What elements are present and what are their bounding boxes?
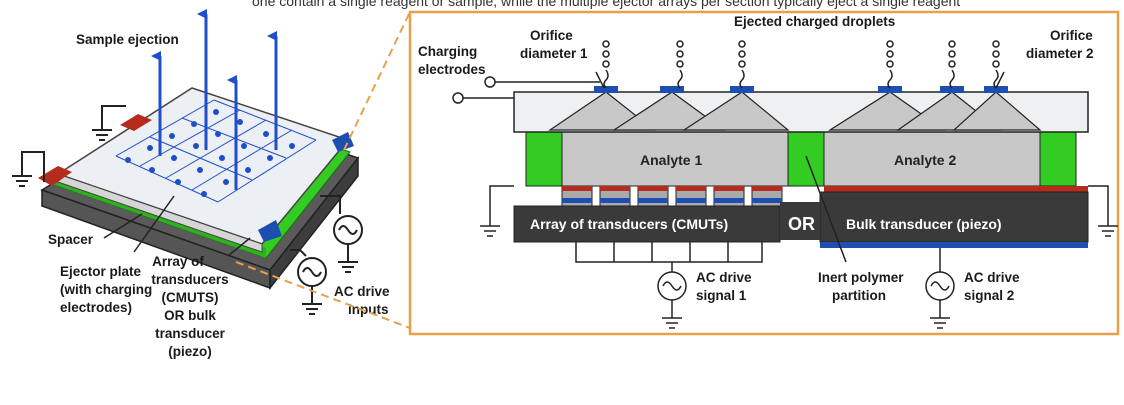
analyte-chamber-1 [561,129,789,187]
analyte-chamber-2 [823,129,1041,187]
ejection-arrows [151,9,278,190]
zoom-callout [235,10,1120,336]
bulk-transducer-blue-electrode [820,242,1088,248]
charging-electrode-pads [594,86,1008,93]
electrode-pad-blue-2 [258,220,282,242]
ejected-droplets [602,40,1000,89]
zoom-frame [408,10,1120,336]
electrode-pad-blue-1 [332,132,354,152]
label-charging-electrodes-2: electrodes [418,62,486,77]
label-ac-signal-2-a: AC drive [964,270,1020,285]
bulk-transducer-red-electrode [824,186,1088,192]
label-array-1: Array of [152,254,204,269]
drive-wiring [480,155,1118,329]
label-orifice-1-a: Orifice [530,28,573,43]
label-cmut-array: Array of transducers (CMUTs) [530,216,728,232]
label-analyte-2: Analyte 2 [894,152,956,168]
label-array-4: OR bulk [164,308,216,323]
ground-symbols-left [12,105,126,187]
cross-section-view: Ejected charged droplets Charging electr… [418,14,1118,329]
ejector-nodes [125,109,295,197]
label-analyte-1: Analyte 1 [640,152,702,168]
electrode-pad-red-2 [120,114,152,131]
green-spacer-right [1039,129,1077,187]
ac-sources-left [290,195,363,315]
label-spacer: Spacer [48,232,94,247]
label-ejected-droplets: Ejected charged droplets [734,14,895,29]
cmut-elements [561,185,783,207]
label-charging-electrodes-1: Charging [418,44,477,59]
device-3d-view: Sample ejection Spacer Ejector plate (wi… [12,9,390,359]
label-array-3: (CMUTS) [162,290,219,305]
label-orifice-2-b: diameter 2 [1026,46,1094,61]
label-sample-ejection: Sample ejection [76,32,179,47]
leader-lines-left [103,195,251,257]
charging-wires [452,71,1005,104]
green-spacer-left [525,129,563,187]
or-background [780,202,820,240]
label-array-5: transducer [155,326,226,341]
label-ac-drive-inputs-1: AC drive [334,284,390,299]
label-ac-signal-2-b: signal 2 [964,288,1014,303]
label-ac-drive-inputs-2: inputs [348,302,389,317]
bulk-transducer [819,191,1089,243]
cropped-caption: one contain a single reagent or sample, … [252,0,960,9]
label-ac-signal-1-a: AC drive [696,270,752,285]
electrode-pad-red-1 [38,166,72,186]
label-orifice-2-a: Orifice [1050,28,1093,43]
label-array-2: transducers [151,272,228,287]
label-array-6: (piezo) [168,344,212,359]
label-or: OR [788,214,815,234]
ejector-grid [115,99,317,203]
label-ejector-plate-2: (with charging [60,282,152,297]
label-ac-signal-1-b: signal 1 [696,288,747,303]
label-ejector-plate-1: Ejector plate [60,264,142,279]
label-orifice-1-b: diameter 1 [520,46,588,61]
label-partition-1: Inert polymer [818,270,904,285]
label-partition-2: partition [832,288,886,303]
label-bulk-transducer: Bulk transducer (piezo) [846,216,1002,232]
funnel-nozzles [548,91,1042,131]
label-ejector-plate-3: electrodes) [60,300,132,315]
